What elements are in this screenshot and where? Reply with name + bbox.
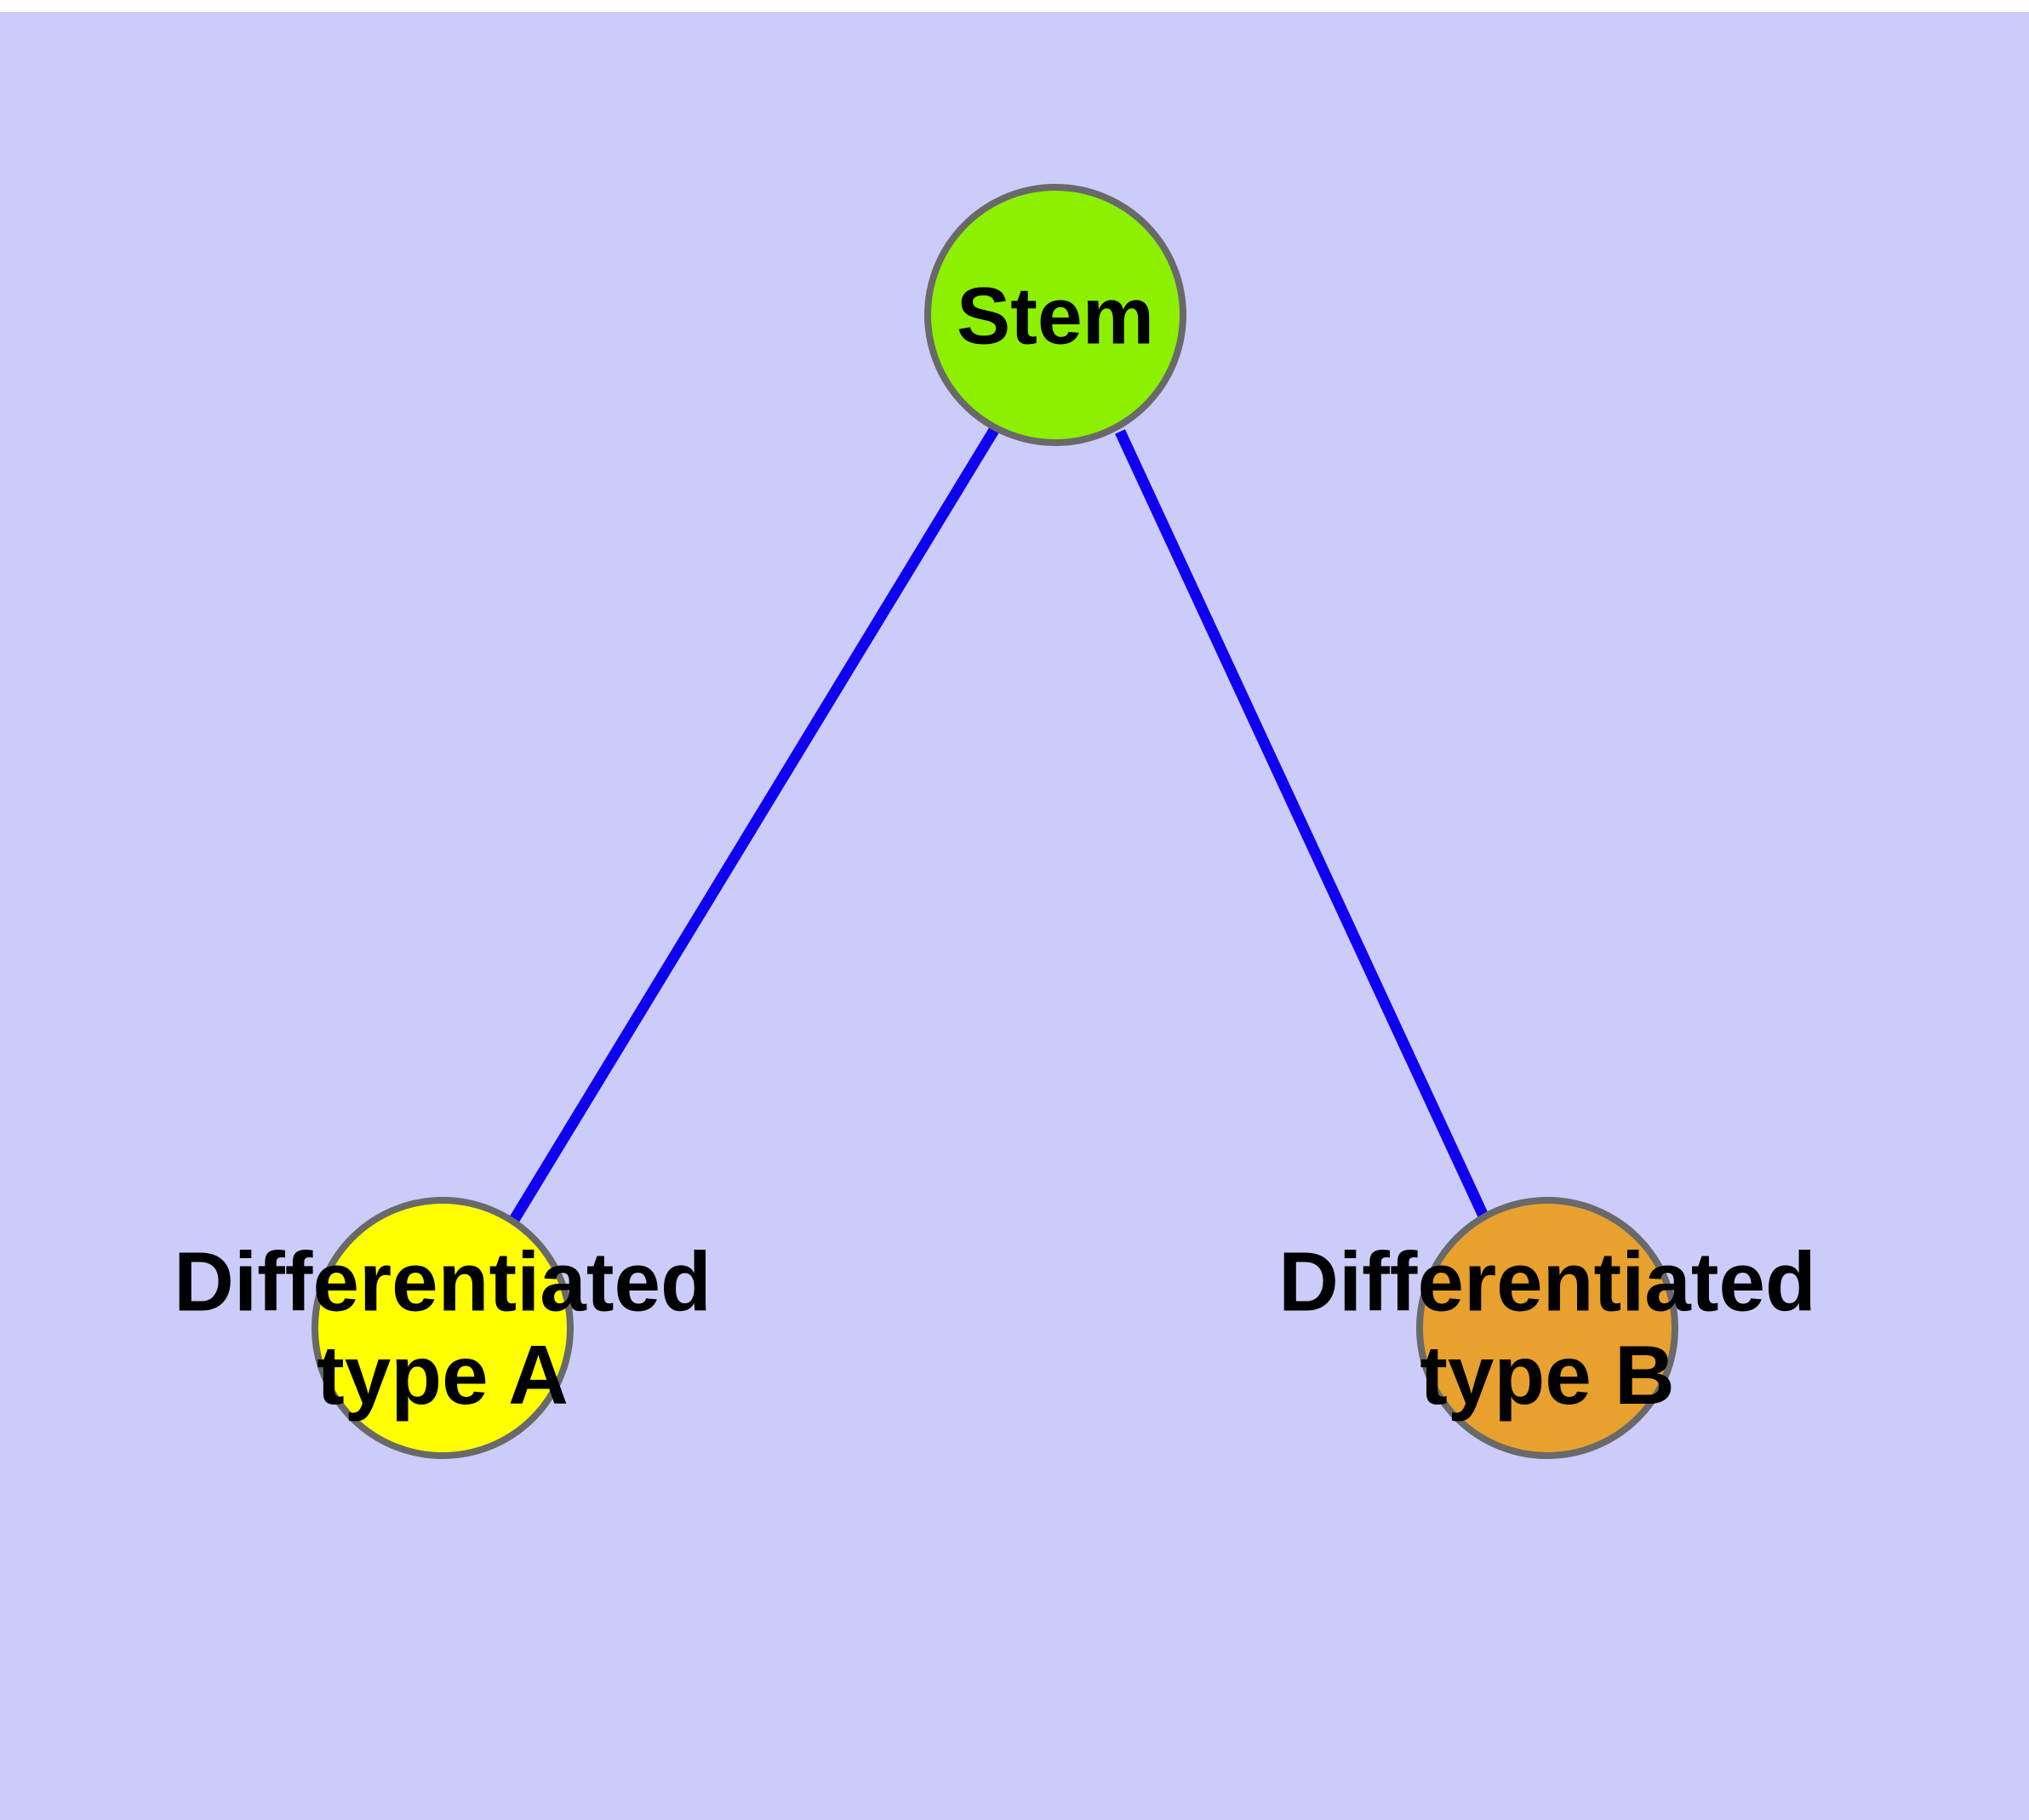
differentiated-type-b-node-circle[interactable] [1416, 1197, 1678, 1459]
edge-layer [509, 424, 1492, 1226]
node-differentiated-type-b[interactable] [1416, 1197, 1678, 1459]
node-differentiated-type-a[interactable] [311, 1197, 574, 1459]
stem-node-label: Stem [957, 271, 1154, 361]
differentiated-type-a-label-line-1: Differentiated [174, 1234, 712, 1328]
label-layer: Stem Differentiated type A Differentiate… [174, 271, 1816, 1422]
differentiated-type-a-node-circle[interactable] [311, 1197, 574, 1459]
differentiated-type-b-label-line-2: type B [1420, 1328, 1675, 1422]
stem-node-circle[interactable] [924, 184, 1186, 446]
edge-stem-to-differentiated-type-a[interactable] [509, 424, 1001, 1223]
differentiated-type-a-label-line-2: type A [317, 1328, 569, 1422]
node-stem[interactable] [924, 184, 1186, 446]
differentiated-type-b-label-line-1: Differentiated [1278, 1234, 1816, 1328]
node-layer [311, 184, 1678, 1459]
edge-stem-to-differentiated-type-b[interactable] [1115, 429, 1492, 1226]
